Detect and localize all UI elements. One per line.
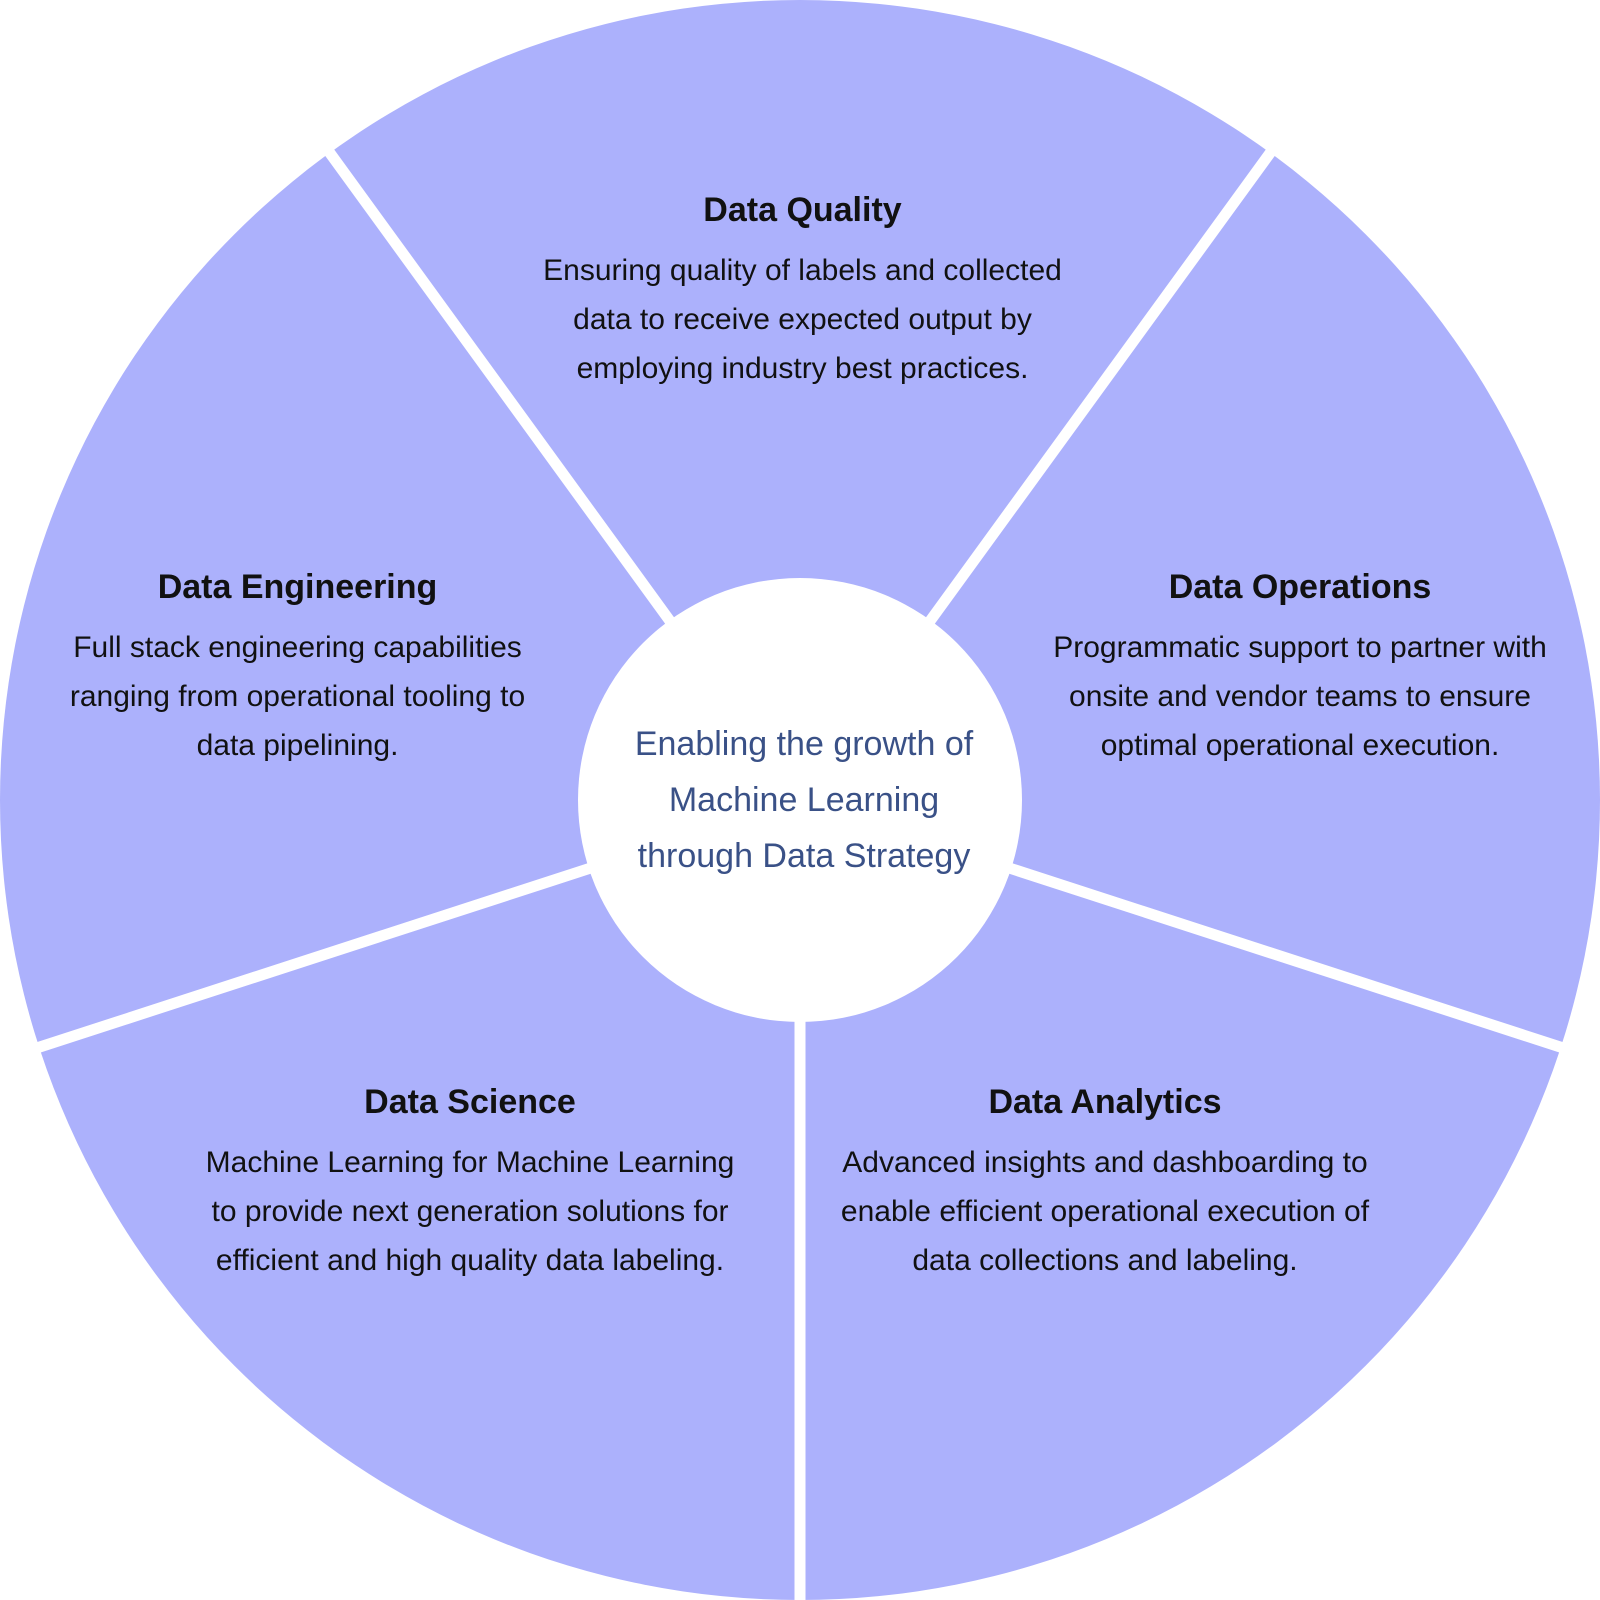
description-line: onsite and vendor teams to ensure <box>1069 680 1531 713</box>
segment-description: Machine Learning for Machine Learning to… <box>165 1138 775 1285</box>
segment-data-science: Data Science Machine Learning for Machin… <box>165 1080 775 1285</box>
segment-title: Data Analytics <box>988 1083 1222 1121</box>
divider-quality-engineering <box>313 133 679 630</box>
description-line: Full stack engineering capabilities <box>73 631 522 664</box>
description-line: data collections and labeling. <box>912 1244 1298 1277</box>
segment-title: Data Operations <box>1168 568 1432 606</box>
segment-description: Advanced insights and dashboarding to en… <box>805 1138 1405 1285</box>
segment-title: Data Engineering <box>157 568 438 606</box>
divider-operations-quality <box>921 133 1287 630</box>
segment-title: Data Quality <box>703 191 902 229</box>
description-line: ranging from operational tooling to <box>69 680 526 713</box>
segment-description: Full stack engineering capabilities rang… <box>30 623 565 770</box>
segment-data-analytics: Data Analytics Advanced insights and das… <box>805 1080 1405 1285</box>
description-line: Machine Learning for Machine Learning <box>205 1146 735 1179</box>
description-line: data pipelining. <box>196 729 399 762</box>
description-line: Advanced insights and dashboarding to <box>842 1146 1368 1179</box>
segment-dividers <box>18 133 1582 1600</box>
segment-data-quality: Data Quality Ensuring quality of labels … <box>500 188 1105 393</box>
description-line: data to receive expected output by <box>573 303 1032 336</box>
description-line: to provide next generation solutions for <box>211 1195 729 1228</box>
segment-title: Data Science <box>364 1083 576 1121</box>
description-line: optimal operational execution. <box>1100 729 1500 762</box>
description-line: employing industry best practices. <box>576 352 1029 385</box>
center-label-line: through Data Strategy <box>637 837 971 875</box>
description-line: enable efficient operational execution o… <box>840 1195 1370 1228</box>
divider-analytics-operations <box>1002 861 1582 1059</box>
center-label-line: Enabling the growth of <box>634 725 974 763</box>
segment-data-operations: Data Operations Programmatic support to … <box>1015 565 1585 770</box>
description-line: Programmatic support to partner with <box>1053 631 1547 664</box>
center-label: Enabling the growth of Machine Learning … <box>604 716 1004 884</box>
segment-description: Programmatic support to partner with ons… <box>1015 623 1585 770</box>
divider-engineering-science <box>18 861 598 1059</box>
description-line: efficient and high quality data labeling… <box>215 1244 725 1277</box>
center-hub <box>578 578 1022 1022</box>
description-line: Ensuring quality of labels and collected <box>543 254 1062 287</box>
segment-description: Ensuring quality of labels and collected… <box>500 246 1105 393</box>
segment-data-engineering: Data Engineering Full stack engineering … <box>30 565 565 770</box>
center-label-line: Machine Learning <box>668 781 940 819</box>
